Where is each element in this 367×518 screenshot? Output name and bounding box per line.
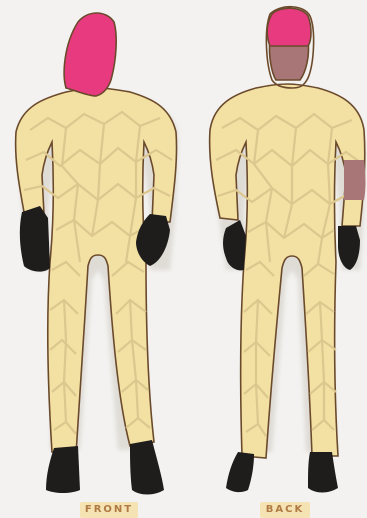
- back-left-boot: [226, 452, 254, 492]
- back-view-label: BACK: [260, 502, 310, 518]
- front-view-label: FRONT: [80, 502, 138, 518]
- front-hood: [64, 13, 116, 96]
- back-right-boot: [308, 452, 338, 493]
- back-hood: [267, 8, 311, 46]
- back-figure: [210, 7, 366, 493]
- back-arm-patch: [344, 160, 366, 200]
- front-right-boot: [130, 440, 164, 495]
- front-left-boot: [46, 446, 80, 493]
- front-left-glove: [20, 206, 50, 272]
- front-figure: [16, 13, 178, 495]
